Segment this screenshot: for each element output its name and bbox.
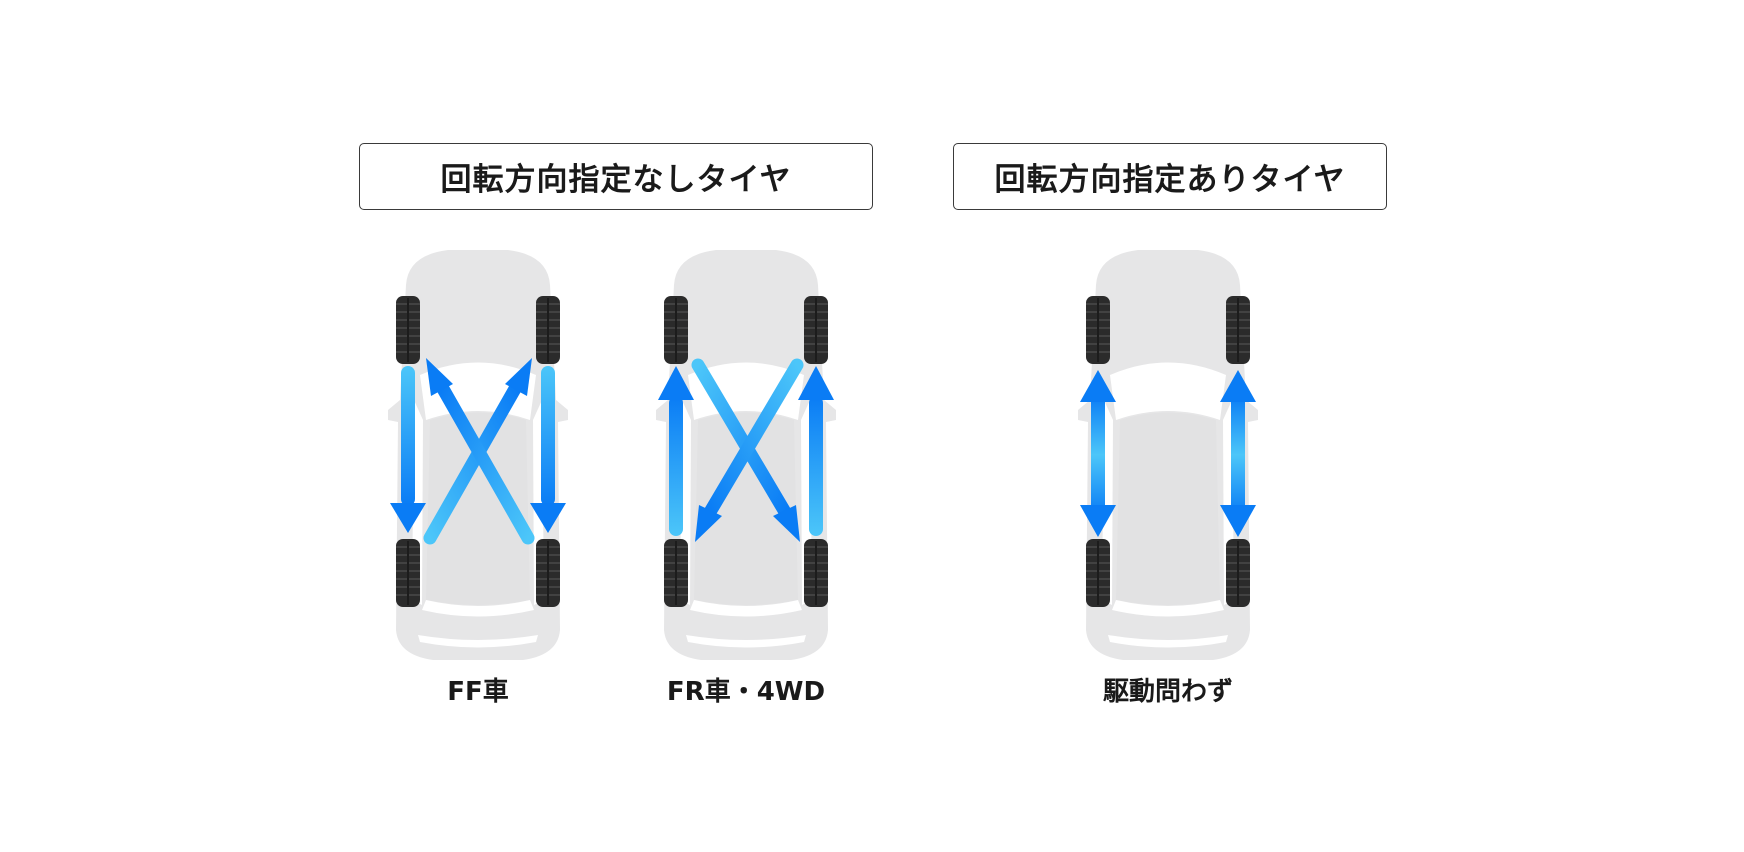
tire-rear-left-dir (1085, 538, 1111, 608)
tire-front-left-fr (663, 295, 689, 365)
arrow-head-left-ff (390, 503, 426, 533)
arrow-head-right-fr (798, 366, 834, 400)
car-label-ff: FF車 (447, 677, 509, 707)
arrow-shaft-right-fr (809, 396, 823, 536)
arrow-head-up-right-dir (1220, 370, 1256, 402)
tire-rear-right-dir (1225, 538, 1251, 608)
arrow-shaft-cross-up-left-ff (435, 380, 535, 545)
car-label-fr-4wd: FR車・4WD (666, 677, 826, 707)
tire-front-right-fr (803, 295, 829, 365)
arrow-head-cross-down-right-fr (773, 505, 800, 542)
car-fr-4wd (656, 250, 836, 660)
tire-rear-right-ff (535, 538, 561, 608)
arrow-head-down-left-dir (1080, 505, 1116, 537)
arrow-head-cross-down-left-fr (695, 505, 722, 542)
arrow-shaft-right-ff (541, 366, 555, 506)
arrow-shaft-cross-down-left-fr (703, 358, 804, 519)
tire-front-left-ff (395, 295, 421, 365)
arrow-head-right-ff (530, 503, 566, 533)
car-directional (1078, 250, 1258, 660)
arrow-shaft-cross-down-right-fr (691, 358, 792, 519)
tire-front-left-dir (1085, 295, 1111, 365)
arrow-shaft-cross-up-right-ff (423, 380, 523, 545)
arrow-shaft-left-fr (669, 396, 683, 536)
arrow-head-left-fr (658, 366, 694, 400)
arrow-head-down-right-dir (1220, 505, 1256, 537)
arrow-shaft-left-ff (401, 366, 415, 506)
arrow-shaft-right-dir (1231, 395, 1245, 515)
section-title-non-directional: 回転方向指定なしタイヤ (359, 143, 873, 210)
arrow-shaft-left-dir (1091, 395, 1105, 515)
tire-front-right-dir (1225, 295, 1251, 365)
arrow-head-up-left-dir (1080, 370, 1116, 402)
tire-rear-left-ff (395, 538, 421, 608)
tire-rear-right-fr (803, 538, 829, 608)
arrow-head-cross-up-left-ff (426, 358, 453, 396)
car-ff (388, 250, 568, 660)
arrow-head-cross-up-right-ff (505, 358, 532, 396)
tire-front-right-ff (535, 295, 561, 365)
car-label-directional: 駆動問わず (1102, 677, 1233, 707)
section-title-directional: 回転方向指定ありタイヤ (953, 143, 1387, 210)
tire-rear-left-fr (663, 538, 689, 608)
